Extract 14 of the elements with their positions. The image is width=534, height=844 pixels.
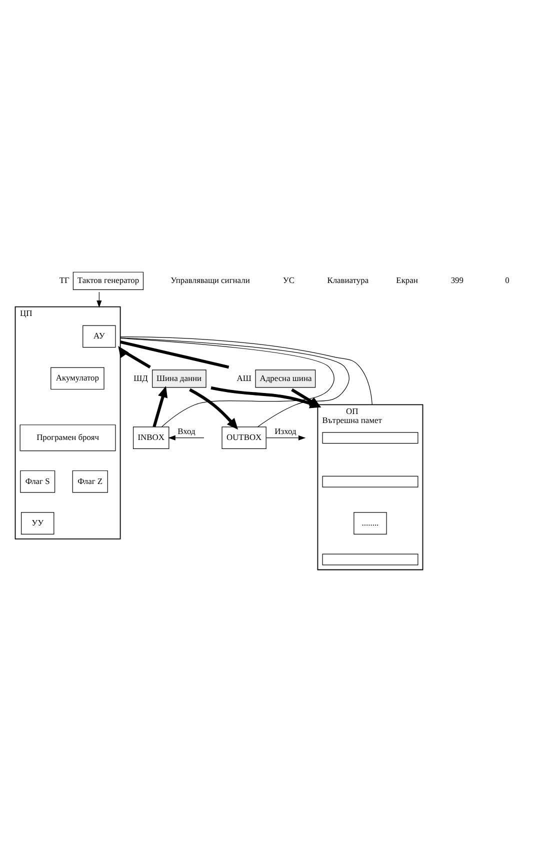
label: УС: [282, 274, 295, 285]
node-label: Вътрешна памет: [322, 414, 382, 425]
label: 0: [505, 274, 510, 285]
node-label: ТГ: [59, 275, 70, 286]
node-label: ОП: [346, 406, 358, 416]
node-label: АШ: [236, 372, 252, 383]
node-label: ШД: [134, 372, 148, 383]
label: Екран: [396, 274, 418, 285]
label: Клавиатура: [327, 274, 369, 285]
label: Управляващи сигнали: [170, 274, 250, 285]
edge-label: Изход: [274, 426, 296, 436]
edge-label: Вход: [178, 426, 196, 436]
label: 399: [450, 274, 464, 285]
node-label: ЦП: [20, 308, 32, 318]
